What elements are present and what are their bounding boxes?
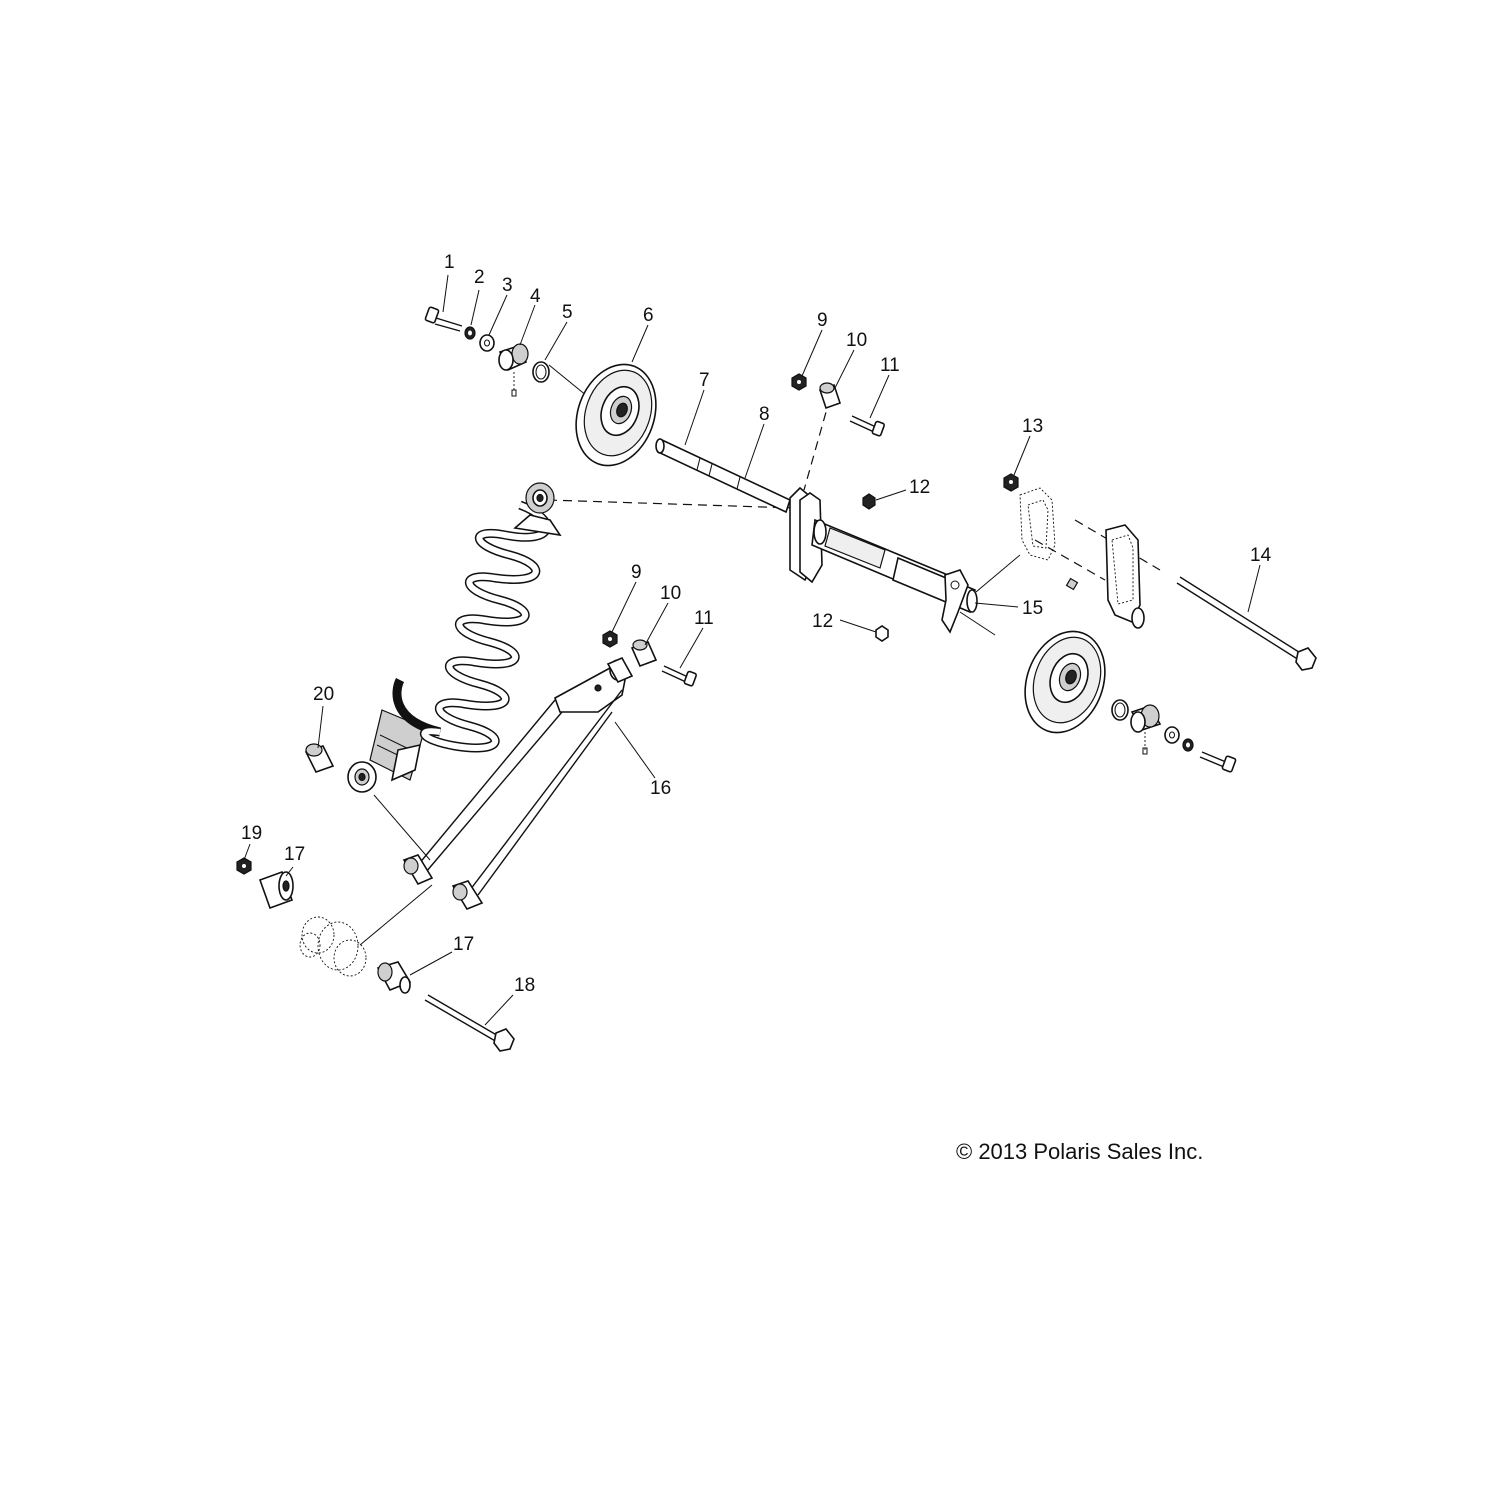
rear-axle-part-15	[789, 486, 978, 634]
callout-15: 15	[1022, 598, 1043, 619]
bracket-plates	[1019, 487, 1145, 629]
callout-leaders	[243, 274, 1261, 1026]
nut-part-9-lower	[602, 630, 618, 648]
shock-absorber	[347, 482, 562, 793]
callout-8: 8	[759, 404, 770, 425]
bolt-part-11-lower	[661, 665, 697, 687]
bushing-part-4	[498, 343, 529, 397]
callout-20: 20	[313, 684, 334, 705]
nut-part-9-upper	[791, 373, 807, 391]
washer-part-3	[479, 334, 495, 352]
callout-9-upper: 9	[817, 310, 828, 331]
bushing-part-17-left	[258, 870, 294, 910]
bolt-part-11-upper	[849, 415, 885, 437]
callout-10-lower: 10	[660, 583, 681, 604]
idler-wheel-lower	[1024, 630, 1106, 734]
bushing-part-17-right	[376, 961, 412, 994]
callout-labels: 1 2 3 4 5 6 7 8 9 10 11 12 13 14 15 9 10…	[241, 252, 1272, 996]
axle-part-7-8	[655, 438, 791, 514]
callout-13: 13	[1022, 416, 1043, 437]
callout-17-right: 17	[453, 934, 474, 955]
callout-7: 7	[699, 370, 710, 391]
callout-11-lower: 11	[694, 608, 714, 629]
nut-part-12-lower	[875, 625, 889, 642]
copyright-notice: © 2013 Polaris Sales Inc.	[956, 1139, 1203, 1164]
lower-wheel-hardware	[1111, 699, 1237, 773]
long-bolt-part-14	[1176, 576, 1317, 671]
callout-4: 4	[530, 286, 541, 307]
o-ring-part-5	[532, 361, 550, 383]
callout-16: 16	[650, 778, 671, 799]
callout-12-lower: 12	[812, 611, 833, 632]
callout-1: 1	[444, 252, 455, 273]
callout-5: 5	[562, 302, 573, 323]
callout-9-lower: 9	[631, 562, 642, 583]
eccentric-cams	[299, 916, 367, 977]
callout-2: 2	[474, 267, 485, 288]
nut-part-19	[236, 857, 252, 875]
callout-14: 14	[1250, 545, 1272, 566]
washer-part-2	[464, 326, 476, 340]
callout-11-upper: 11	[880, 355, 900, 376]
bushing-part-20	[304, 743, 335, 773]
callout-19: 19	[241, 823, 262, 844]
idler-wheel-part-6	[575, 363, 657, 467]
callout-10-upper: 10	[846, 330, 867, 351]
callout-6: 6	[643, 305, 654, 326]
nut-part-12-upper	[862, 493, 876, 510]
bolt-part-1	[424, 306, 463, 332]
nut-part-13	[1003, 473, 1019, 492]
callout-18: 18	[514, 975, 535, 996]
callout-3: 3	[502, 275, 513, 296]
spacer-part-10-upper	[818, 382, 842, 410]
long-bolt-part-18	[424, 994, 515, 1052]
callout-17-left: 17	[284, 844, 305, 865]
callout-12-upper: 12	[909, 477, 930, 498]
spacer-part-10-lower	[630, 639, 658, 668]
swing-arm-part-16	[402, 656, 634, 910]
